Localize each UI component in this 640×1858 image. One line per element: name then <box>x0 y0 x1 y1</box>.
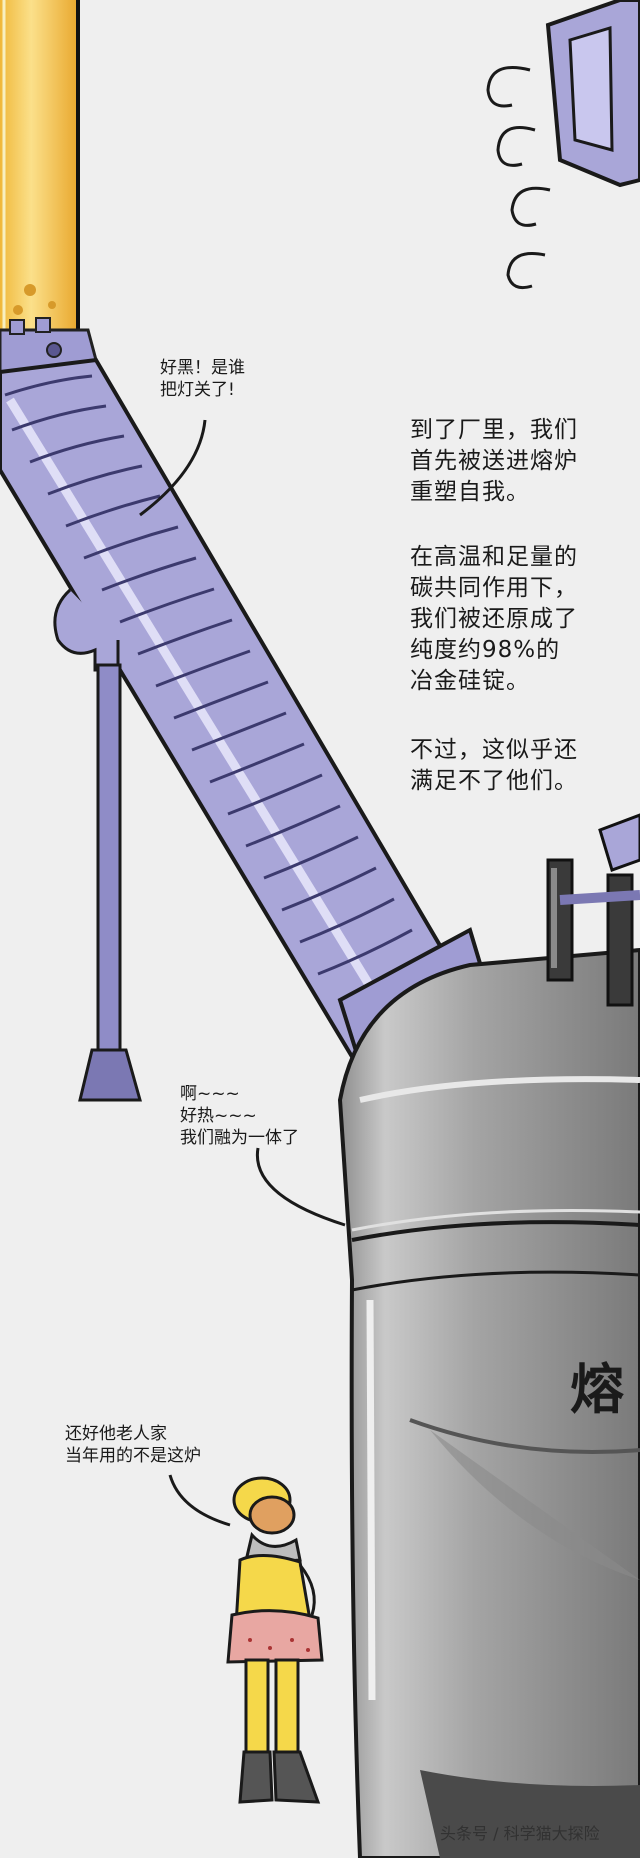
narration-line: 满足不了他们。 <box>410 768 578 794</box>
narration-line: 冶金硅锭。 <box>410 668 530 694</box>
bubble-line: 我们融为一体了 <box>180 1128 299 1148</box>
narration-line: 碳共同作用下， <box>410 575 578 601</box>
speech-bubble-dark: 好黑！是谁 把灯关了! <box>160 357 245 401</box>
speech-bubble-elder: 还好他老人家 当年用的不是这炉 <box>65 1423 201 1467</box>
speech-bubble-hot: 啊~~~ 好热~~~ 我们融为一体了 <box>180 1083 299 1149</box>
narration-line: 纯度约98%的 <box>410 637 561 663</box>
narration-line: 我们被还原成了 <box>410 606 578 632</box>
bubble-line: 当年用的不是这炉 <box>65 1446 201 1466</box>
narration-line: 重塑自我。 <box>410 479 530 505</box>
bubble-line: 啊~~~ <box>180 1084 240 1104</box>
bubble-line: 好热~~~ <box>180 1106 257 1126</box>
narration-paragraph-1: 到了厂里，我们 首先被送进熔炉 重塑自我。 <box>410 415 578 508</box>
yellow-pipe <box>0 0 80 335</box>
furnace-label: 熔 <box>570 1358 626 1421</box>
bubble-tails <box>139 419 346 1527</box>
furnace <box>337 813 640 1858</box>
narration-line: 到了厂里，我们 <box>410 417 578 443</box>
monkey-character <box>226 1476 324 1804</box>
pipe-support-stand <box>53 588 142 1102</box>
narration-paragraph-3: 不过，这似乎还 满足不了他们。 <box>410 735 578 797</box>
narration-line: 在高温和足量的 <box>410 544 578 570</box>
narration-paragraph-2: 在高温和足量的 碳共同作用下， 我们被还原成了 纯度约98%的 冶金硅锭。 <box>410 542 578 697</box>
narration-line: 首先被送进熔炉 <box>410 448 578 474</box>
bubble-line: 把灯关了! <box>160 380 235 400</box>
ventilation-device <box>486 0 640 290</box>
bubble-line: 好黑！是谁 <box>160 358 245 378</box>
narration-line: 不过，这似乎还 <box>410 737 578 763</box>
watermark: 头条号 / 科学猫大探险 <box>440 1824 600 1843</box>
bubble-line: 还好他老人家 <box>65 1424 167 1444</box>
